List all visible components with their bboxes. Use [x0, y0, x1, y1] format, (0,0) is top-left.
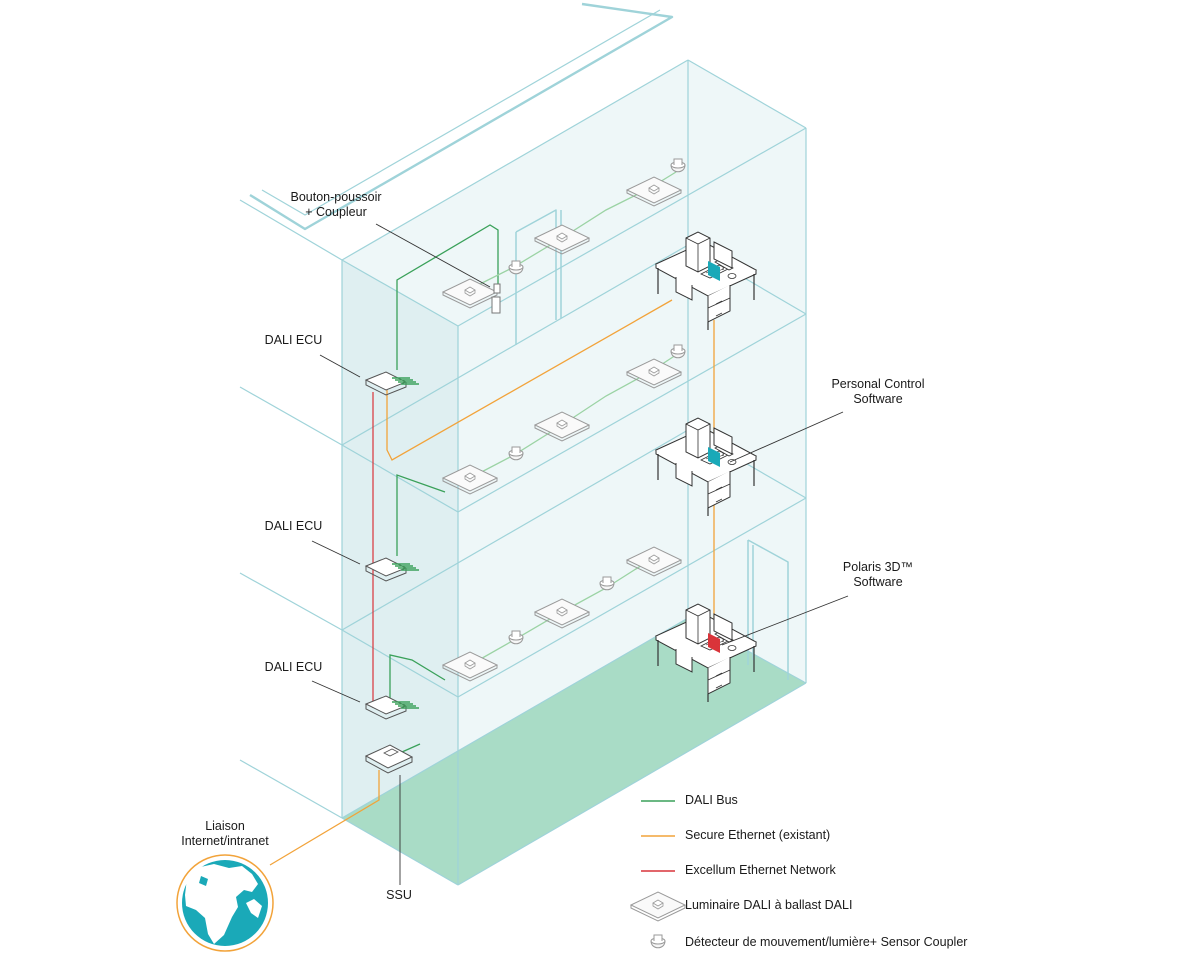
- legend-dali-bus: DALI Bus: [685, 793, 738, 807]
- legend-secure-ethernet: Secure Ethernet (existant): [685, 828, 831, 842]
- label-dali-ecu-top: DALI ECU: [264, 333, 323, 347]
- ssu-device: [364, 744, 414, 774]
- callout-leaders: [311, 223, 849, 885]
- legend-symbols: [630, 800, 686, 949]
- workstation-screens: [708, 261, 720, 653]
- label-internet-intranet-link: Liaison Internet/intranet: [181, 819, 269, 848]
- legend-luminaire: Luminaire DALI à ballast DALI: [685, 898, 853, 912]
- label-dali-ecu-bottom: DALI ECU: [264, 660, 323, 674]
- legend-detector: Détecteur de mouvement/lumière+ Sensor C…: [685, 935, 968, 949]
- dali-bus-lines: [389, 224, 499, 753]
- label-ssu: SSU: [386, 888, 412, 902]
- label-push-button-coupler: Bouton-poussoir + Coupleur: [290, 190, 382, 219]
- push-button-coupler: [491, 283, 501, 314]
- label-personal-control-software: Personal Control Software: [831, 377, 925, 406]
- legend-excellum-network: Excellum Ethernet Network: [685, 863, 836, 877]
- label-dali-ecu-middle: DALI ECU: [264, 519, 323, 533]
- label-polaris-3d-software: Polaris 3D™ Software: [842, 560, 914, 589]
- globe-icon: [176, 854, 274, 952]
